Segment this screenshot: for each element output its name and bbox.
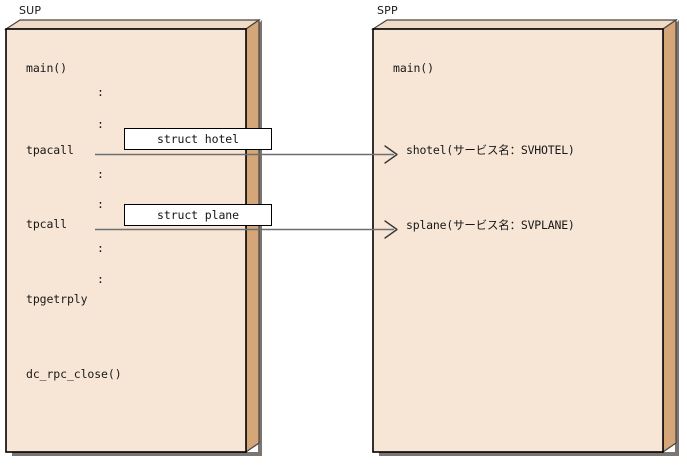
struct-hotel-label: struct hotel: [157, 132, 239, 146]
message-arrowhead-plane: [384, 220, 398, 239]
spp-line-main: main(): [393, 61, 434, 75]
spp-box-top-face: [370, 19, 678, 30]
sup-line-dc-rpc-close: dc_rpc_close(): [26, 367, 122, 381]
sup-line-main: main(): [26, 61, 67, 75]
spp-service-splane: splane(サービス名：SVPLANE): [406, 218, 575, 232]
sup-line-tpacall: tpacall: [26, 143, 74, 157]
spp-service-shotel: shotel(サービス名：SVHOTEL): [406, 143, 575, 157]
struct-hotel-box: struct hotel: [124, 128, 272, 150]
sup-box-side-face: [245, 18, 260, 454]
sup-line-tpgetrply: tpgetrply: [26, 292, 88, 306]
sup-ellipsis-1: :: [97, 85, 104, 99]
sup-ellipsis-4: :: [97, 197, 104, 211]
sup-box-top-face: [3, 19, 261, 30]
sup-panel-caption: SUP: [19, 4, 42, 17]
spp-panel-caption: SPP: [377, 4, 398, 17]
sup-box-front-face: [5, 28, 247, 453]
sup-line-tpcall: tpcall: [26, 217, 67, 231]
struct-plane-label: struct plane: [157, 208, 239, 222]
struct-plane-box: struct plane: [124, 204, 272, 226]
sup-ellipsis-2: :: [97, 117, 104, 131]
spp-box-side-face: [662, 18, 677, 454]
message-arrowhead-hotel: [384, 145, 398, 164]
spp-box-front-face: [372, 28, 664, 453]
sup-ellipsis-3: :: [97, 167, 104, 181]
sup-ellipsis-5: :: [97, 241, 104, 255]
sup-ellipsis-6: :: [97, 272, 104, 286]
